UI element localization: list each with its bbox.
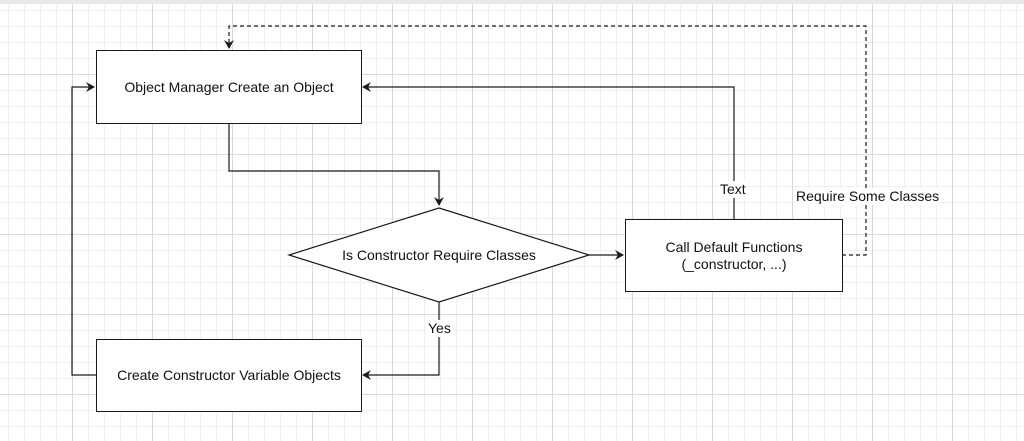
edge-label-yes: Yes (426, 320, 453, 337)
edge-label-require-some-classes: Require Some Classes (794, 188, 942, 205)
node-call-defaults-line2: (_constructor, ...) (681, 255, 787, 272)
node-decision-label: Is Constructor Require Classes (342, 246, 536, 263)
top-border (0, 0, 1024, 4)
edge-vars-to-create (71, 82, 97, 376)
edge-call-to-create-dashed (224, 25, 867, 256)
edge-label-text: Text (718, 181, 748, 198)
node-call-defaults-line1: Call Default Functions (665, 238, 803, 255)
node-decision-text: Is Constructor Require Classes (309, 238, 569, 272)
node-create-vars[interactable]: Create Constructor Variable Objects (96, 339, 362, 412)
node-create-vars-label: Create Constructor Variable Objects (117, 367, 341, 383)
node-create-object-label: Object Manager Create an Object (124, 78, 334, 95)
node-create-object[interactable]: Object Manager Create an Object (96, 50, 362, 124)
edge-decision-to-vars (362, 302, 440, 380)
node-call-defaults[interactable]: Call Default Functions (_constructor, ..… (625, 219, 843, 292)
edge-call-to-create-text (362, 82, 735, 219)
edge-create-to-decision (228, 123, 444, 206)
